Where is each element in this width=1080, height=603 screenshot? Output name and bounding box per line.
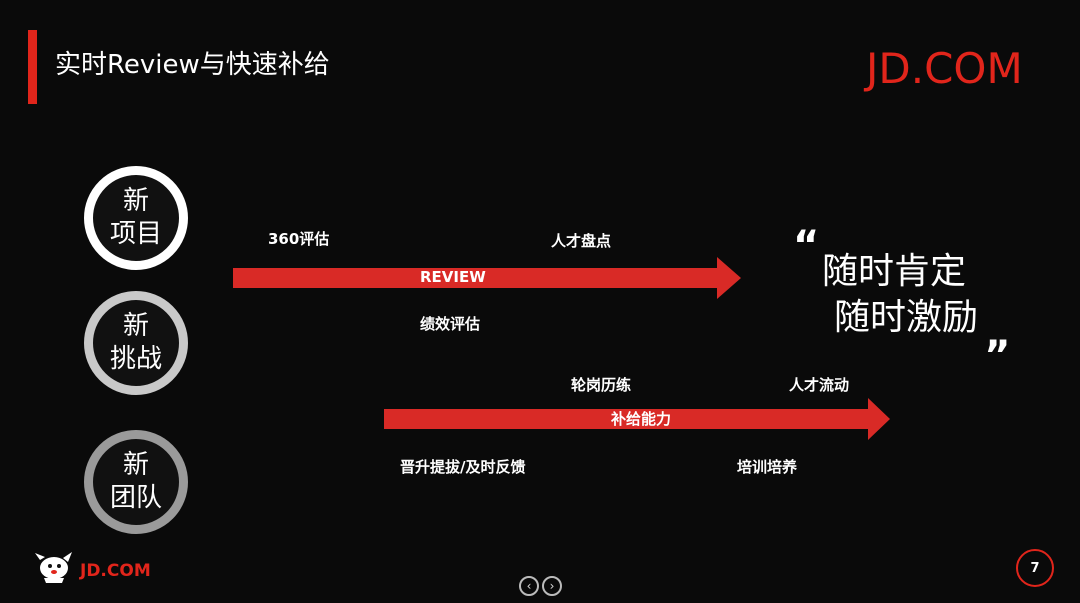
slogan-line-2: 随时激励: [834, 297, 979, 338]
next-slide-button[interactable]: ›: [542, 576, 562, 596]
label-promotion-feedback: 晋升提拔/及时反馈: [400, 458, 526, 476]
circle-new-challenge: 新 挑战: [84, 291, 188, 395]
supply-arrow: [384, 398, 890, 440]
prev-slide-button[interactable]: ‹: [519, 576, 539, 596]
jd-mascot-icon: [35, 552, 72, 583]
review-arrow-label: REVIEW: [420, 268, 486, 286]
circle-new-challenge-line1: 新: [122, 311, 149, 341]
quote-open-mark: “: [793, 223, 820, 269]
circle-new-team-line1: 新: [122, 450, 149, 480]
label-performance-eval: 绩效评估: [420, 315, 481, 333]
label-talent-review: 人才盘点: [551, 232, 612, 250]
label-training: 培训培养: [737, 458, 798, 476]
circle-new-project: 新 项目: [84, 166, 188, 270]
slogan-line-1: 随时肯定: [822, 251, 967, 292]
circle-new-challenge-line2: 挑战: [109, 344, 162, 374]
label-360-eval: 360评估: [268, 230, 330, 248]
quote-close-mark: „: [985, 311, 1012, 357]
supply-arrow-shape: [384, 398, 890, 440]
footer-brand-text: JD.COM: [80, 561, 151, 581]
review-arrow: [233, 257, 741, 299]
title-accent-bar: [28, 30, 37, 104]
supply-arrow-label: 补给能力: [611, 410, 672, 428]
slide-title: 实时Review与快速补给: [55, 50, 330, 80]
review-arrow-shape: [233, 257, 741, 299]
circle-new-project-line1: 新: [122, 186, 149, 216]
circle-new-project-line2: 项目: [109, 219, 162, 249]
jd-brand-logo: JD.COM: [866, 44, 1023, 93]
circle-new-team-line2: 团队: [109, 483, 162, 513]
label-rotation: 轮岗历练: [571, 376, 632, 394]
circle-new-team: 新 团队: [84, 430, 188, 534]
label-talent-mobility: 人才流动: [789, 376, 850, 394]
page-number-badge: 7: [1016, 549, 1054, 587]
